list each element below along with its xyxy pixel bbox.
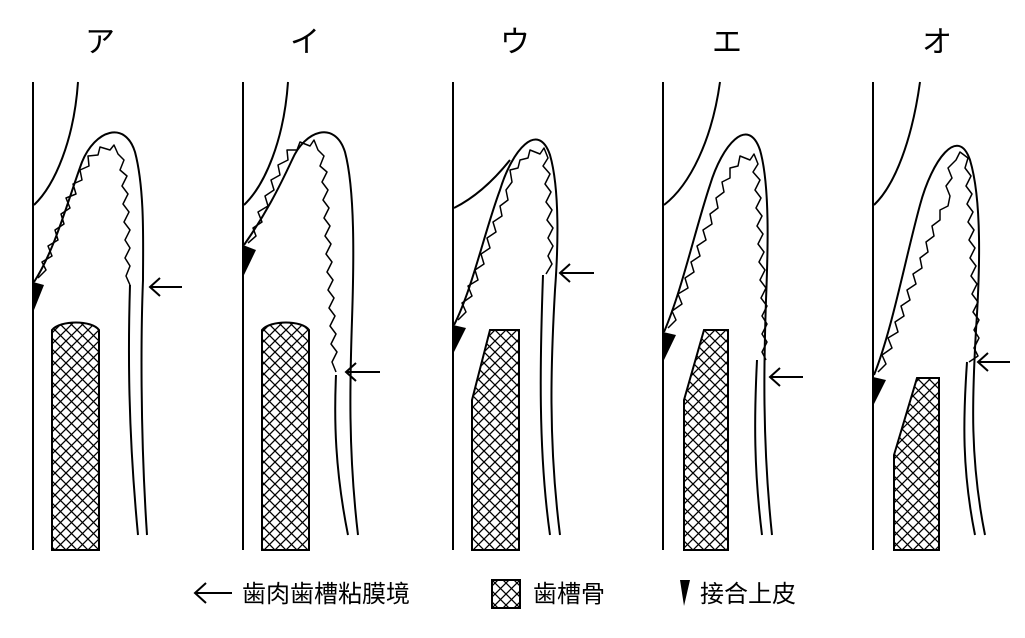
mgj-arrow [148, 277, 182, 297]
legend-je-swatch-icon [680, 580, 690, 606]
mucosa-inner-line [539, 274, 551, 536]
rete-ridges [457, 147, 554, 321]
panel-e: エ [662, 25, 803, 551]
gingival-outline [243, 131, 359, 536]
mgj-arrow [558, 263, 594, 283]
junctional-epithelium [663, 332, 676, 360]
junctional-epithelium [243, 245, 256, 275]
panel-u-label: ウ [500, 25, 530, 60]
gingival-outline [663, 133, 773, 536]
alveolar-bone [261, 321, 310, 551]
alveolar-bone [51, 321, 100, 551]
rete-ridges [667, 153, 768, 361]
panel-a-label: ア [85, 25, 115, 60]
panel-i: イ [242, 25, 380, 551]
panel-a: ア [32, 25, 182, 551]
rete-ridges [877, 151, 980, 373]
rete-ridges [37, 144, 131, 286]
mgj-arrow [976, 352, 1010, 372]
junctional-epithelium [873, 377, 886, 404]
panel-o-label: オ [922, 25, 952, 60]
alveolar-bone [471, 329, 520, 551]
mgj-arrow [344, 362, 380, 382]
panel-e-label: エ [712, 25, 742, 60]
enamel-line [663, 81, 721, 206]
panel-o: オ [872, 25, 1010, 551]
mucosa-inner-line [334, 374, 349, 536]
legend-bone-swatch-icon [491, 579, 521, 609]
legend: 歯肉歯槽粘膜境 歯槽骨 接合上皮 [193, 579, 796, 609]
legend-bone-label: 歯槽骨 [533, 580, 605, 608]
enamel-line [873, 81, 921, 206]
gingival-outline [453, 138, 561, 536]
panel-u: ウ [452, 25, 594, 551]
alveolar-bone [893, 377, 940, 551]
rete-ridges [247, 139, 338, 373]
legend-je-label: 接合上皮 [700, 580, 796, 608]
mgj-arrow [768, 367, 803, 387]
enamel-line [243, 81, 289, 206]
gingival-outline [873, 144, 986, 536]
legend-mgj-arrow-icon [193, 582, 232, 604]
mucosa-inner-line [963, 361, 976, 536]
junctional-epithelium [453, 325, 466, 352]
mucosa-inner-line [127, 284, 139, 536]
enamel-line [33, 81, 79, 206]
enamel-line [453, 159, 511, 209]
junctional-epithelium [33, 282, 44, 310]
alveolar-bone [683, 329, 729, 551]
panel-i-label: イ [290, 25, 320, 60]
legend-mgj-label: 歯肉歯槽粘膜境 [242, 580, 410, 608]
mucosa-inner-line [754, 359, 763, 536]
